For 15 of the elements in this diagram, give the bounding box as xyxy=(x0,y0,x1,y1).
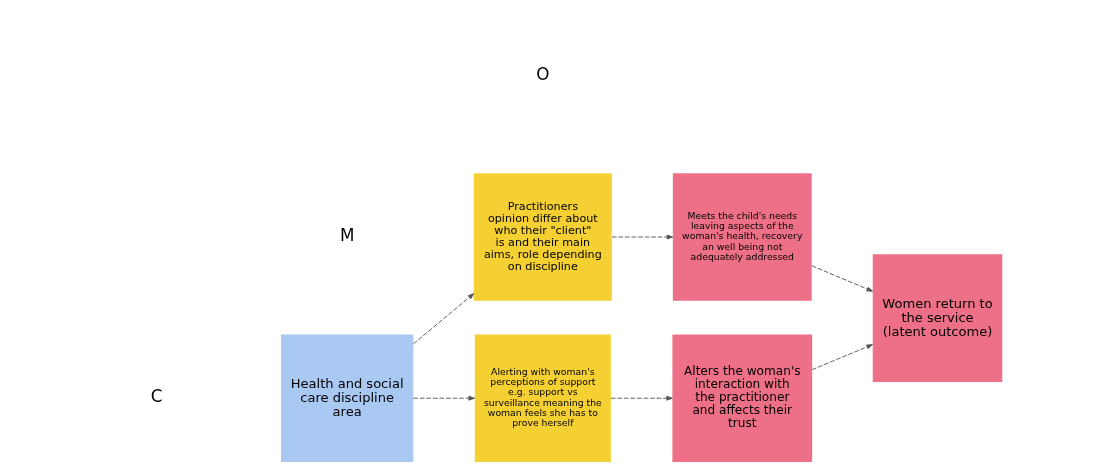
arrow xyxy=(412,293,474,345)
arrow xyxy=(811,344,873,371)
node-box: Women return to the service (latent outcome) xyxy=(872,254,1002,382)
arrow xyxy=(810,265,873,292)
node-box: Practitioners opinion differ about who their "client" is and their main aims, role depending on discipline xyxy=(473,173,612,301)
arrow xyxy=(611,234,673,240)
node-box: Health and social care discipline area xyxy=(280,334,413,463)
node-box: Alerting with woman's perceptions of support e.g. support vs surveillance meaning the woman feels she has to prove herself xyxy=(474,334,611,463)
node-box: Meets the child's needs leaving aspects of the woman's health, recovery an well being not adequately addressed xyxy=(672,173,812,301)
label: O xyxy=(535,63,549,84)
node-box: Alters the woman's interaction with the practitioner and affects their trust xyxy=(671,334,812,463)
arrow xyxy=(609,395,673,401)
label: M xyxy=(339,225,354,246)
arrow xyxy=(412,395,475,401)
label: C xyxy=(150,386,162,407)
